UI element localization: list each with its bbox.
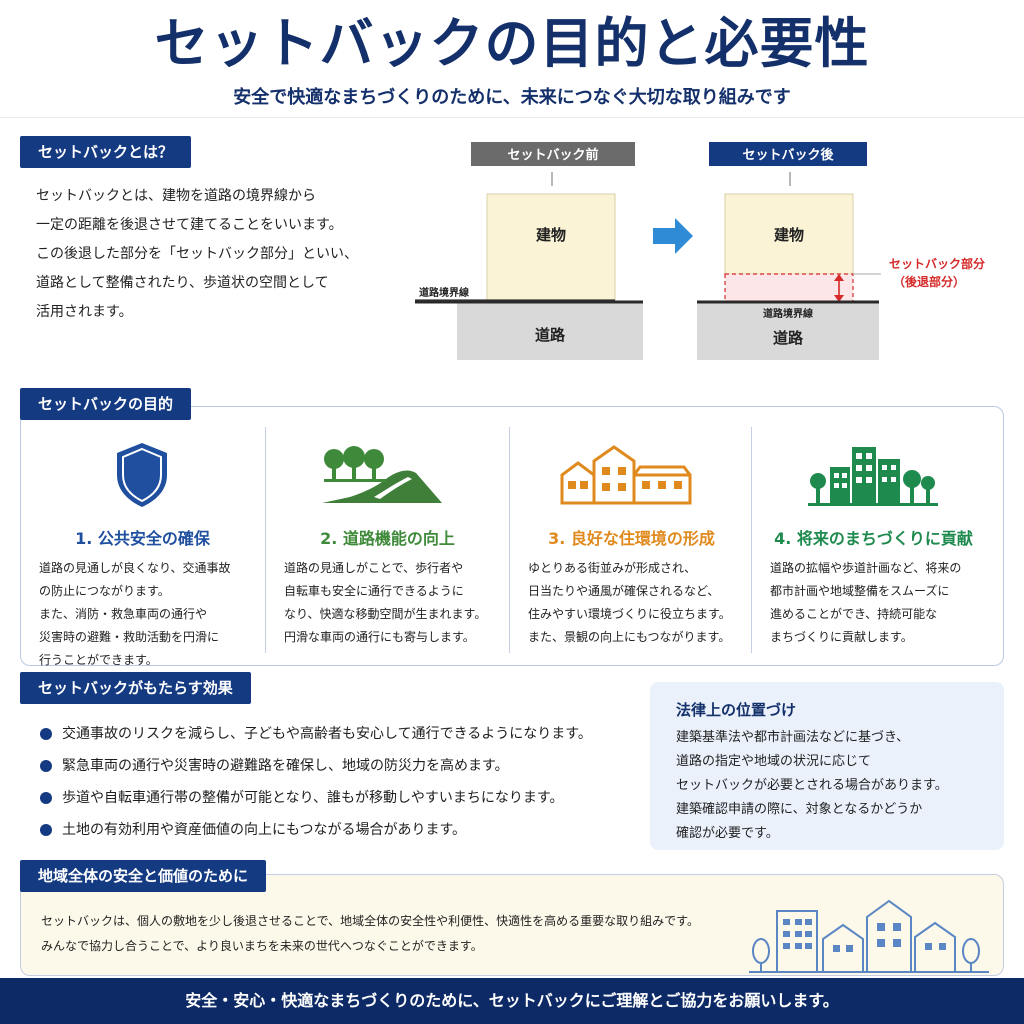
purpose-text: ゆとりある街並みが形成され、 日当たりや通風が確保されるなど、 住みやすい環境づ… bbox=[528, 557, 745, 649]
bullet-icon bbox=[40, 792, 52, 804]
purpose-divider bbox=[509, 427, 510, 653]
before-road bbox=[457, 302, 643, 360]
purpose-line: 災害時の避難・救助活動を円滑に bbox=[39, 630, 220, 644]
legal-line: セットバックが必要とされる場合があります。 bbox=[676, 778, 948, 793]
intro-line: 道路として整備されたり、歩道状の空間として bbox=[36, 275, 329, 291]
purpose-item-road-function: 2. 道路機能の向上 道路の見通しがことで、歩行者や 自転車も安全に通行できるよ… bbox=[266, 425, 509, 653]
purpose-item-future-city: 4. 将来のまちづくりに貢献 道路の拡幅や歩道計画など、将来の 都市計画や地域整… bbox=[752, 425, 995, 653]
bullet-icon bbox=[40, 728, 52, 740]
purpose-line: 円滑な車両の通行にも寄与します。 bbox=[284, 630, 475, 644]
purpose-section-tag: セットバックの目的 bbox=[20, 388, 192, 420]
purpose-title: 2. 道路機能の向上 bbox=[320, 529, 455, 548]
before-building-label: 建物 bbox=[536, 226, 566, 244]
purpose-text: 道路の拡幅や歩道計画など、将来の 都市計画や地域整備をスムーズに 進めることがで… bbox=[770, 557, 987, 649]
effect-text: 交通事故のリスクを減らし、子どもや高齢者も安心して通行できるようになります。 bbox=[62, 726, 592, 742]
effect-text: 土地の有効利用や資産価値の向上にもつながる場合があります。 bbox=[62, 822, 467, 838]
shield-icon bbox=[117, 443, 167, 507]
purpose-line: また、景観の向上にもつながります。 bbox=[528, 630, 731, 644]
intro-line: この後退した部分を「セットバック部分」といい、 bbox=[36, 246, 358, 262]
before-building bbox=[486, 193, 616, 301]
purpose-divider bbox=[751, 427, 752, 653]
purpose-line: 行うことができます。 bbox=[39, 653, 158, 667]
setback-arrow-down-icon bbox=[834, 295, 844, 302]
before-label-bg bbox=[471, 142, 635, 166]
legal-text: 建築基準法や都市計画法などに基づき、 道路の指定や地域の状況に応じて セットバッ… bbox=[676, 726, 978, 846]
setback-diagram: セットバック前 セットバック後 建物 道路境界線 道路 建物 セットバック部分 … bbox=[415, 142, 985, 360]
city-icon bbox=[808, 447, 938, 506]
intro-line: 一定の距離を後退させて建てることをいいます。 bbox=[36, 217, 343, 233]
purpose-divider bbox=[265, 427, 266, 653]
purpose-line: 日当たりや通風が確保されるなど、 bbox=[528, 584, 720, 598]
before-road-label: 道路 bbox=[535, 326, 566, 344]
legal-line: 確認が必要です。 bbox=[676, 826, 779, 841]
legal-title: 法律上の位置づけ bbox=[676, 701, 797, 719]
purpose-item-safety: 1. 公共安全の確保 道路の見通しが良くなり、交通事故 の防止につながります。 … bbox=[21, 425, 264, 667]
purpose-line: ゆとりある街並みが形成され、 bbox=[528, 561, 697, 575]
after-road bbox=[697, 302, 879, 360]
purpose-line: 住みやすい環境づくりに役立ちます。 bbox=[528, 607, 731, 621]
purpose-line: 進めることができ、持続可能な bbox=[770, 607, 938, 621]
intro-line: セットバックとは、建物を道路の境界線から bbox=[36, 188, 316, 204]
intro-text: セットバックとは、建物を道路の境界線から 一定の距離を後退させて建てることをいい… bbox=[36, 182, 406, 327]
effect-text: 緊急車両の通行や災害時の避難路を確保し、地域の防災力を高めます。 bbox=[62, 758, 509, 774]
townscape-icon bbox=[749, 899, 989, 973]
purpose-line: 都市計画や地域整備をスムーズに bbox=[770, 584, 950, 598]
effects-list: 交通事故のリスクを減らし、子どもや高齢者も安心して通行できるようになります。 緊… bbox=[36, 718, 636, 846]
page-subtitle: 安全で快適なまちづくりのために、未来につなぐ大切な取り組みです bbox=[233, 87, 791, 108]
setback-area bbox=[724, 273, 854, 303]
after-label-bg bbox=[709, 142, 867, 166]
legal-line: 建築基準法や都市計画法などに基づき、 bbox=[676, 730, 910, 745]
transition-arrow-icon bbox=[653, 218, 693, 254]
effect-text: 歩道や自転車通行帯の整備が可能となり、誰もが移動しやすいまちになります。 bbox=[62, 790, 564, 806]
purpose-line: まちづくりに貢献します。 bbox=[770, 630, 913, 644]
after-boundary-label: 道路境界線 bbox=[763, 307, 813, 320]
purpose-panel: 1. 公共安全の確保 道路の見通しが良くなり、交通事故 の防止につながります。 … bbox=[20, 406, 1004, 667]
purpose-line: なり、快適な移動空間が生まれます。 bbox=[284, 607, 487, 621]
setback-part-sublabel: （後退部分） bbox=[893, 274, 965, 289]
after-road-label: 道路 bbox=[773, 329, 804, 347]
intro-section-tag: セットバックとは？ bbox=[20, 136, 192, 168]
purpose-line: また、消防・救急車両の通行や bbox=[39, 607, 208, 621]
purpose-line: 自転車も安全に通行できるように bbox=[284, 584, 464, 598]
region-line: セットバックは、個人の敷地を少し後退させることで、地域全体の安全性や利便性、快適… bbox=[41, 914, 699, 928]
bullet-icon bbox=[40, 824, 52, 836]
list-item: 緊急車両の通行や災害時の避難路を確保し、地域の防災力を高めます。 bbox=[36, 750, 636, 782]
road-trees-icon bbox=[322, 446, 442, 503]
footer-banner: 安全・安心・快適なまちづくりのために、セットバックにご理解とご協力をお願いします… bbox=[0, 978, 1024, 1024]
bullet-icon bbox=[40, 760, 52, 772]
region-line: みんなで協力し合うことで、より良いまちを未来の世代へつなぐことができます。 bbox=[41, 939, 483, 953]
after-building bbox=[724, 193, 854, 275]
page-title: セットバックの目的と必要性 bbox=[154, 12, 870, 75]
after-label: セットバック後 bbox=[742, 147, 834, 163]
intro-line: 活用されます。 bbox=[36, 304, 133, 320]
houses-icon bbox=[560, 445, 692, 505]
region-text: セットバックは、個人の敷地を少し後退させることで、地域全体の安全性や利便性、快適… bbox=[41, 909, 699, 959]
purpose-line: 道路の見通しが良くなり、交通事故 bbox=[39, 561, 231, 575]
effects-section-tag: セットバックがもたらす効果 bbox=[20, 672, 251, 704]
purpose-text: 道路の見通しが良くなり、交通事故 の防止につながります。 また、消防・救急車両の… bbox=[39, 557, 256, 672]
list-item: 歩道や自転車通行帯の整備が可能となり、誰もが移動しやすいまちになります。 bbox=[36, 782, 636, 814]
list-item: 交通事故のリスクを減らし、子どもや高齢者も安心して通行できるようになります。 bbox=[36, 718, 636, 750]
before-label: セットバック前 bbox=[507, 147, 598, 163]
before-boundary-label: 道路境界線 bbox=[419, 286, 469, 299]
purpose-line: 道路の拡幅や歩道計画など、将来の bbox=[770, 561, 962, 575]
setback-part-label: セットバック部分 bbox=[889, 256, 985, 271]
purpose-text: 道路の見通しがことで、歩行者や 自転車も安全に通行できるように なり、快適な移動… bbox=[284, 557, 501, 649]
after-building-label: 建物 bbox=[774, 226, 804, 244]
purpose-item-living-environment: 3. 良好な住環境の形成 ゆとりある街並みが形成され、 日当たりや通風が確保され… bbox=[510, 425, 753, 653]
purpose-title: 4. 将来のまちづくりに貢献 bbox=[774, 529, 973, 548]
legal-line: 建築確認申請の際に、対象となるかどうか bbox=[676, 802, 923, 817]
legal-panel: 法律上の位置づけ 建築基準法や都市計画法などに基づき、 道路の指定や地域の状況に… bbox=[650, 682, 1004, 850]
purpose-line: の防止につながります。 bbox=[39, 584, 170, 598]
legal-line: 道路の指定や地域の状況に応じて bbox=[676, 754, 872, 769]
page-header: セットバックの目的と必要性 安全で快適なまちづくりのために、未来につなぐ大切な取… bbox=[0, 0, 1024, 118]
purpose-title: 1. 公共安全の確保 bbox=[75, 529, 210, 548]
setback-arrow-up-icon bbox=[834, 274, 844, 281]
list-item: 土地の有効利用や資産価値の向上にもつながる場合があります。 bbox=[36, 814, 636, 846]
region-section-tag: 地域全体の安全と価値のために bbox=[20, 860, 267, 892]
purpose-line: 道路の見通しがことで、歩行者や bbox=[284, 561, 464, 575]
purpose-title: 3. 良好な住環境の形成 bbox=[548, 529, 715, 548]
